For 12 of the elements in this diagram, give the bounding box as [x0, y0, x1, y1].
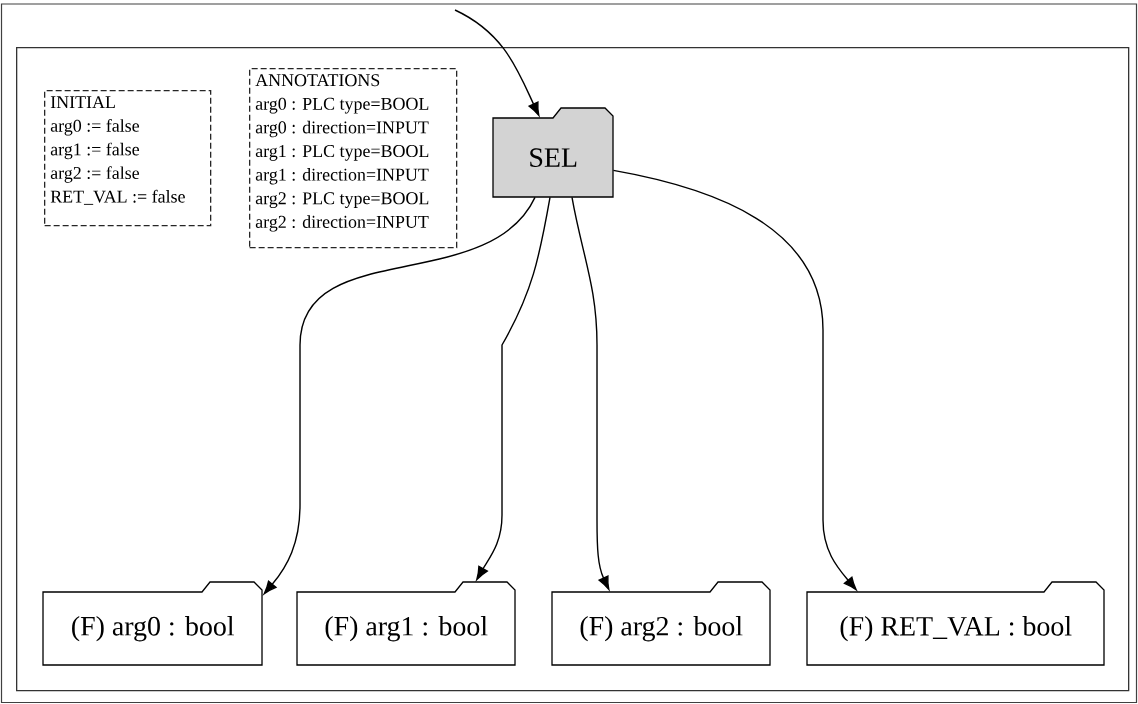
note-box: ANNOTATIONS arg0 : PLC type=BOOL arg0 : direction=INPUT arg1 : PLC type=BOOL arg1 : direction=INPUT arg2 : PLC type=BOOL arg2 : direction=INPUT: [249, 68, 458, 249]
folder-box: SEL: [492, 107, 614, 198]
arrow: [612, 169, 857, 591]
folder-box: (F) arg1 : bool: [296, 581, 516, 666]
folder-box: (F) arg2 : bool: [551, 581, 771, 666]
arrow: [454, 9, 540, 117]
folder-box: (F) RET_VAL : bool: [806, 581, 1105, 666]
note-box: INITIAL arg0 := false arg1 := false arg2 := false RET_VAL := false: [44, 90, 212, 227]
arrow: [571, 196, 610, 591]
arrow: [476, 196, 551, 581]
folder-box: (F) arg0 : bool: [42, 581, 263, 666]
arrow: [263, 196, 536, 595]
